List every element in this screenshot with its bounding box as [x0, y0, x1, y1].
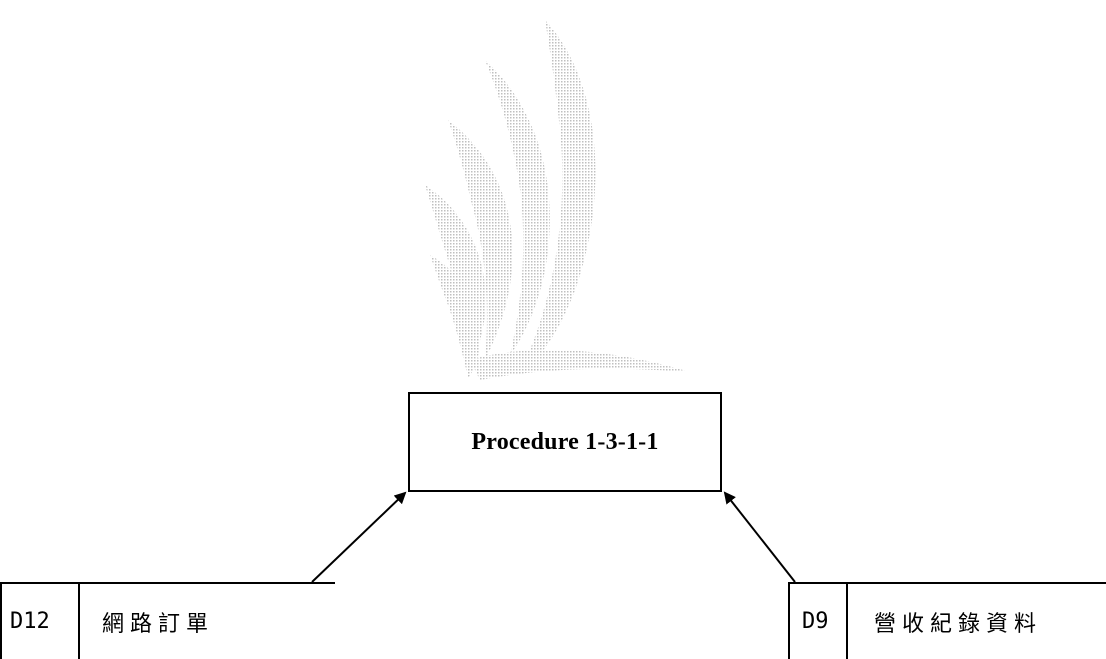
data-store-d12: D12 網路訂單 — [0, 582, 335, 659]
store-id: D12 — [0, 584, 80, 659]
data-store-d9: D9 營收紀錄資料 — [788, 582, 1106, 659]
process-box: Procedure 1-3-1-1 — [408, 392, 722, 492]
store-name: 營收紀錄資料 — [874, 611, 1043, 637]
flow-arrow-from-d9 — [723, 491, 796, 583]
flow-arrow-from-d12 — [311, 491, 407, 583]
store-id: D9 — [788, 584, 848, 659]
store-name: 網路訂單 — [102, 611, 215, 637]
watermark-logo — [425, 20, 690, 380]
process-label: Procedure 1-3-1-1 — [471, 428, 659, 455]
